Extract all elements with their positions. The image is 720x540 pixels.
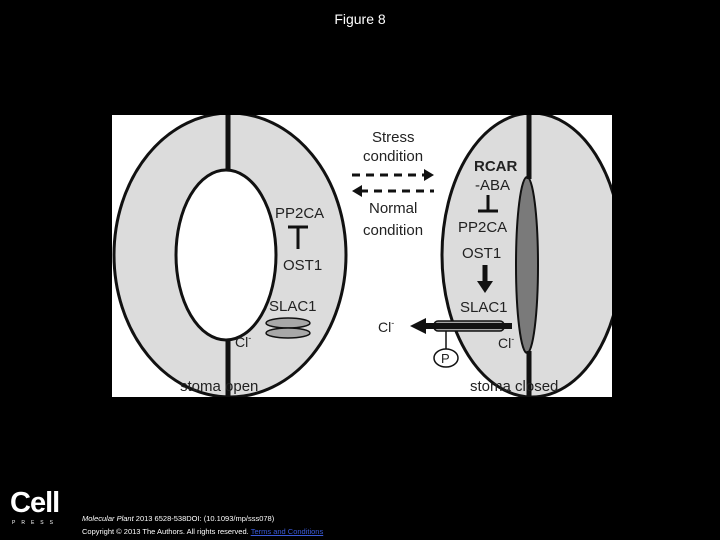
stress-condition-line1: Stress: [372, 129, 415, 146]
closed-stoma: RCAR -ABA PP2CA OST1 SLAC1 Cl-: [378, 115, 612, 397]
activation-arrow: [477, 265, 493, 293]
open-stoma-caption: stoma open: [180, 378, 258, 395]
phosphate-label: P: [441, 351, 450, 366]
cell-press-logo: Cell: [10, 487, 60, 519]
condition-arrows: Stress condition Normal condition: [352, 129, 434, 239]
left-slac1-label: SLAC1: [269, 298, 317, 315]
slide-title: Figure 8: [334, 11, 386, 27]
figure-panel: PP2CA OST1 SLAC1 Cl- stoma open Stress c…: [112, 115, 612, 397]
normal-condition-line1: Normal: [369, 200, 417, 217]
phosphate-circle: [433, 348, 459, 368]
closed-pore: [515, 176, 539, 354]
left-chloride-label: Cl-: [235, 333, 251, 350]
left-ost1-label: OST1: [283, 257, 322, 274]
right-chloride-in-label: Cl-: [498, 334, 514, 351]
left-pp2ca-label: PP2CA: [275, 205, 324, 222]
right-inhibition-symbol: [478, 195, 498, 213]
aba-label: -ABA: [475, 177, 510, 194]
chloride-efflux-arrow: [410, 318, 512, 334]
rcar-label: RCAR: [474, 158, 517, 175]
terms-and-conditions-link[interactable]: Terms and Conditions: [250, 527, 324, 536]
journal-name: Molecular Plant: [82, 514, 134, 523]
copyright-text: Copyright © 2013 The Authors. All rights…: [82, 527, 249, 536]
left-slac1-channel: [265, 317, 311, 339]
right-slac1-label: SLAC1: [460, 299, 508, 316]
stress-arrow: [352, 169, 434, 181]
right-chloride-out-label: Cl-: [378, 318, 394, 335]
normal-arrow: [352, 185, 434, 197]
stomata-diagram: PP2CA OST1 SLAC1 Cl- stoma open Stress c…: [112, 115, 612, 397]
normal-condition-line2: condition: [363, 222, 423, 239]
citation-details: 2013 6528-538DOI: (10.1093/mp/sss078): [133, 514, 275, 523]
right-pp2ca-label: PP2CA: [458, 219, 507, 236]
left-inhibition-symbol: [288, 225, 308, 249]
copyright-line: Copyright © 2013 The Authors. All rights…: [82, 527, 323, 536]
closed-stoma-caption: stoma closed: [470, 378, 558, 395]
open-stoma: PP2CA OST1 SLAC1 Cl- stoma open: [112, 115, 348, 397]
right-ost1-label: OST1: [462, 245, 501, 262]
stress-condition-line2: condition: [363, 148, 423, 165]
citation-line: Molecular Plant 2013 6528-538DOI: (10.10…: [82, 514, 274, 523]
open-pore: [174, 168, 278, 342]
cell-press-logo-subtitle: PRESS: [12, 520, 59, 526]
